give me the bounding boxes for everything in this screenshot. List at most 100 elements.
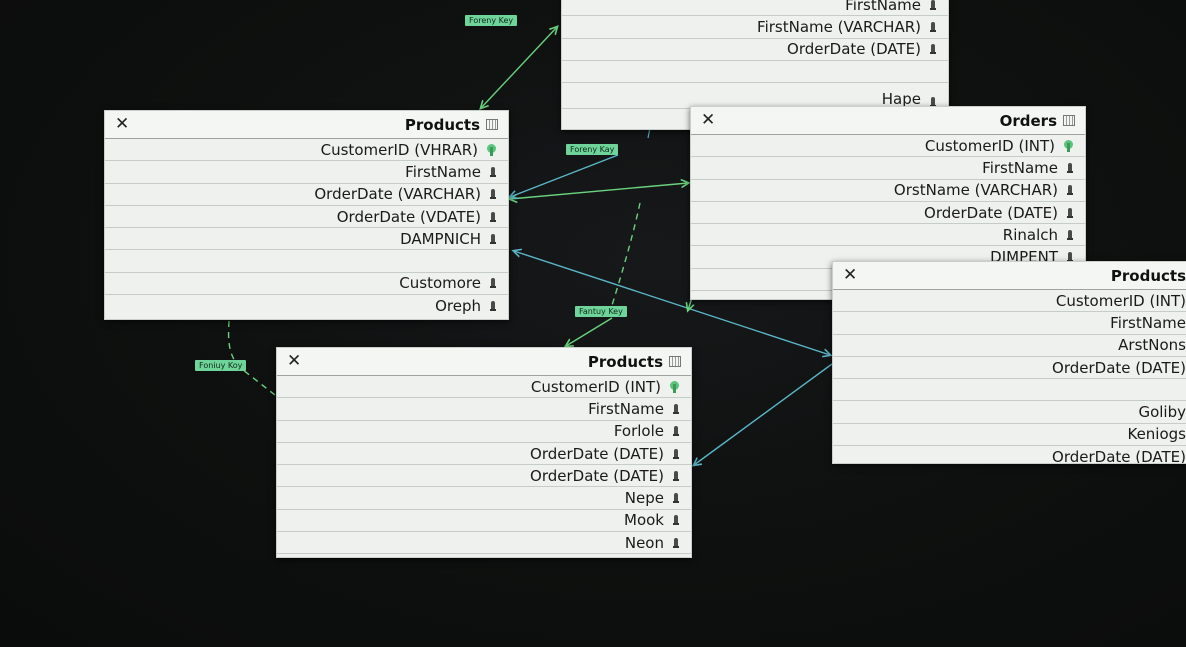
attribute-icon bbox=[1067, 184, 1073, 196]
field-name: OrderDate (VDATE) bbox=[336, 207, 481, 226]
field-name: FirstName bbox=[405, 162, 481, 181]
attribute-icon bbox=[930, 21, 936, 33]
field-name: Rinalch bbox=[1002, 225, 1058, 244]
table-row[interactable] bbox=[833, 379, 1186, 402]
entity-table-products-left[interactable]: ✕ Products CustomerID (VHRAR) FirstName … bbox=[104, 110, 509, 320]
relation-line-left-orders bbox=[510, 183, 688, 199]
relation-label-foreign-key-4: Foniuy Koy bbox=[195, 360, 247, 371]
table-row[interactable] bbox=[562, 61, 948, 84]
attribute-icon bbox=[930, 43, 936, 55]
close-icon[interactable]: ✕ bbox=[701, 110, 716, 130]
table-header[interactable]: ✕ Orders bbox=[691, 107, 1085, 135]
table-row[interactable]: Customore bbox=[105, 273, 508, 296]
field-name: Customore bbox=[399, 274, 481, 293]
table-row[interactable]: OrderDate (VDATE) bbox=[105, 206, 508, 229]
table-row[interactable]: OrderDate (DATE) bbox=[833, 446, 1186, 463]
table-row[interactable]: Rinalch bbox=[691, 224, 1085, 247]
attribute-icon bbox=[673, 470, 679, 482]
field-name: FirstName bbox=[845, 0, 921, 14]
field-name: CustomerID (INT) bbox=[530, 377, 661, 396]
relation-line-dashed-left bbox=[227, 320, 276, 396]
field-name: OrderDate (DATE) bbox=[924, 203, 1058, 222]
table-header[interactable]: ✕ Products bbox=[833, 262, 1186, 290]
attribute-icon bbox=[1067, 229, 1073, 241]
field-name: FirstName bbox=[982, 158, 1058, 177]
table-row[interactable]: FirstName bbox=[277, 398, 691, 421]
field-name: OrstName (VARCHAR) bbox=[893, 181, 1058, 200]
relation-line-label-left bbox=[510, 154, 619, 197]
table-row[interactable]: Oreph bbox=[105, 295, 508, 317]
table-row[interactable]: Neon bbox=[277, 532, 691, 555]
relation-line-right-bottom bbox=[694, 363, 833, 465]
attribute-icon bbox=[673, 537, 679, 549]
relation-label-foreign-key-3: Fantuy Key bbox=[575, 306, 627, 317]
entity-table-products-right[interactable]: ✕ Products CustomerID (INT) FirstName Ar… bbox=[832, 261, 1186, 464]
field-name: CustomerID (VHRAR) bbox=[320, 140, 478, 159]
key-icon bbox=[1064, 139, 1073, 152]
table-row[interactable]: OrderDate (DATE) bbox=[691, 202, 1085, 225]
field-name: Mook bbox=[624, 511, 664, 530]
key-icon bbox=[487, 143, 496, 156]
table-row[interactable]: OrderDate (DATE) bbox=[277, 443, 691, 466]
attribute-icon bbox=[490, 211, 496, 223]
field-name: Goliby bbox=[1138, 403, 1186, 422]
relation-line-top bbox=[481, 27, 557, 108]
table-row[interactable]: OrderDate (DATE) bbox=[833, 357, 1186, 380]
table-row[interactable]: FirstName bbox=[833, 312, 1186, 335]
table-icon bbox=[1063, 115, 1075, 126]
relation-label-foreign-key-1: Foreny Key bbox=[465, 15, 518, 26]
close-icon[interactable]: ✕ bbox=[287, 351, 302, 371]
table-row[interactable]: FirstName (VARCHAR) bbox=[562, 16, 948, 39]
field-name: ArstNons bbox=[1118, 336, 1186, 355]
key-icon bbox=[670, 380, 679, 393]
table-row[interactable]: FirstName bbox=[562, 0, 948, 17]
field-name: FirstName bbox=[588, 399, 664, 418]
table-row[interactable]: FirstName bbox=[691, 157, 1085, 180]
attribute-icon bbox=[673, 448, 679, 460]
table-row[interactable]: OrderDate (VARCHAR) bbox=[105, 184, 508, 206]
table-row[interactable]: OrderDate (DATE) bbox=[277, 465, 691, 488]
field-name: FirstName (VARCHAR) bbox=[757, 17, 921, 36]
field-name: Oreph bbox=[435, 297, 481, 316]
table-row[interactable]: DAMPNICH bbox=[105, 228, 508, 251]
entity-table-products-bottom[interactable]: ✕ Products CustomerID (INT) FirstName Fo… bbox=[276, 347, 692, 558]
table-title: Orders bbox=[999, 111, 1057, 130]
table-row[interactable]: Nepe bbox=[277, 487, 691, 510]
table-header[interactable]: ✕ Products bbox=[105, 111, 508, 139]
field-name: CustomerID (INT) bbox=[1055, 291, 1186, 310]
table-row[interactable]: CustomerID (INT) bbox=[277, 376, 691, 399]
table-row[interactable]: OrstName (VARCHAR) bbox=[691, 180, 1085, 202]
table-row[interactable]: Goliby bbox=[833, 401, 1186, 424]
table-row[interactable]: Forlole bbox=[277, 421, 691, 443]
field-name: CustomerID (INT) bbox=[924, 136, 1055, 155]
table-row[interactable] bbox=[105, 250, 508, 273]
attribute-icon bbox=[490, 166, 496, 178]
field-name: Hape bbox=[881, 90, 921, 109]
field-name: Keniogs bbox=[1127, 425, 1186, 444]
attribute-icon bbox=[490, 277, 496, 289]
attribute-icon bbox=[490, 188, 496, 200]
field-name: Nepe bbox=[624, 489, 664, 508]
relation-line-to-bottom bbox=[566, 317, 613, 346]
field-name: OrderDate (DATE) bbox=[1052, 358, 1186, 377]
field-name: OrderDate (DATE) bbox=[530, 444, 664, 463]
table-header[interactable]: ✕ Products bbox=[277, 348, 691, 376]
close-icon[interactable]: ✕ bbox=[843, 265, 858, 285]
attribute-icon bbox=[673, 492, 679, 504]
table-row[interactable]: Mook bbox=[277, 510, 691, 533]
table-row[interactable]: FirstName bbox=[105, 161, 508, 184]
field-name: DAMPNICH bbox=[400, 229, 481, 248]
attribute-icon bbox=[673, 403, 679, 415]
table-row[interactable]: ArstNons bbox=[833, 335, 1186, 357]
table-title: Products bbox=[587, 352, 663, 371]
table-row[interactable]: CustomerID (VHRAR) bbox=[105, 139, 508, 162]
table-row[interactable]: OrderDate (DATE) bbox=[562, 39, 948, 61]
close-icon[interactable]: ✕ bbox=[115, 114, 130, 134]
attribute-icon bbox=[930, 0, 936, 11]
field-name: Neon bbox=[624, 533, 664, 552]
table-row[interactable]: CustomerID (INT) bbox=[833, 290, 1186, 313]
table-title: Products bbox=[404, 115, 480, 134]
table-row[interactable]: CustomerID (INT) bbox=[691, 135, 1085, 158]
table-row[interactable]: Keniogs bbox=[833, 424, 1186, 447]
